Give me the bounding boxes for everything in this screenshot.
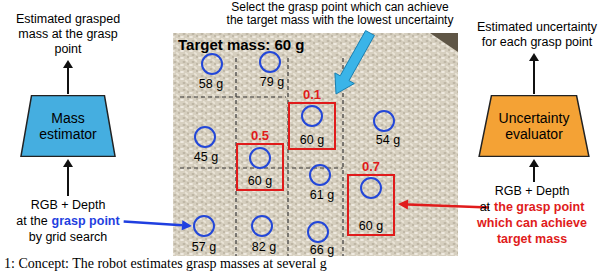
mass-value: 60 g — [290, 133, 334, 147]
uncertainty-value: 0.5 — [226, 128, 294, 143]
input-arrow-head — [529, 159, 539, 167]
uncertainty-value: 0.7 — [337, 159, 405, 174]
input-label: RGB + Depth — [31, 198, 106, 213]
input-highlight: grasp point — [52, 214, 120, 229]
output-label: Estimated grasped mass at the grasp poin… — [15, 12, 121, 57]
mass-value: 60 g — [349, 219, 393, 233]
bin-edge — [430, 33, 458, 52]
input-label: by grid search — [29, 230, 108, 245]
mass-value: 66 g — [310, 243, 334, 258]
input-arrow — [533, 167, 535, 182]
trapezoid-outline — [479, 96, 589, 157]
mass-value: 61 g — [310, 188, 334, 203]
input-arrow-head — [63, 159, 73, 167]
mass-value: 57 g — [192, 240, 216, 255]
input-highlight: the grasp point — [494, 200, 584, 215]
candidate-box: 0.760 g — [347, 174, 395, 236]
candidate-box: 0.160 g — [288, 102, 336, 150]
mass-value: 60 g — [238, 174, 282, 188]
input-highlight: which can achieve — [477, 216, 587, 231]
output-arrow — [67, 68, 69, 94]
target-point-arrow — [408, 204, 489, 207]
mass-value: 45 g — [194, 150, 218, 165]
trapezoid-outline — [21, 96, 115, 157]
selection-note: Select the grasp point which can achieve… — [222, 1, 458, 27]
output-label: Estimated uncertainty for each grasp poi… — [474, 20, 600, 50]
rice-bed — [173, 33, 458, 256]
node-label: Uncertainty evaluator — [490, 110, 578, 142]
input-label: at the — [16, 214, 47, 229]
output-arrow-head — [63, 60, 73, 68]
input-arrow — [67, 167, 69, 196]
grid-search-arrow — [124, 222, 182, 226]
grid-search-arrow-head — [182, 220, 192, 230]
input-label: RGB + Depth — [495, 184, 570, 199]
mass-value: 54 g — [376, 133, 400, 148]
uncertainty-evaluator: Uncertainty evaluator — [478, 95, 590, 157]
mass-estimator: Mass estimator — [20, 95, 116, 157]
candidate-box: 0.560 g — [236, 143, 284, 191]
target-point-arrow-head — [398, 199, 408, 209]
grasp-circles — [194, 52, 394, 242]
mass-value: 79 g — [260, 75, 284, 90]
output-arrow — [533, 61, 535, 94]
target-mass: Target mass: 60 g — [178, 36, 304, 54]
caption: 1: Concept: The robot estimates grasp ma… — [4, 256, 327, 271]
select-arrow — [335, 31, 375, 94]
mass-value: 58 g — [199, 77, 223, 92]
output-arrow-head — [529, 53, 539, 61]
uncertainty-value: 0.1 — [278, 87, 346, 102]
input-highlight: target mass — [497, 232, 567, 247]
input-label: at — [480, 200, 490, 215]
mass-value: 82 g — [252, 240, 276, 255]
node-label: Mass estimator — [32, 110, 104, 142]
